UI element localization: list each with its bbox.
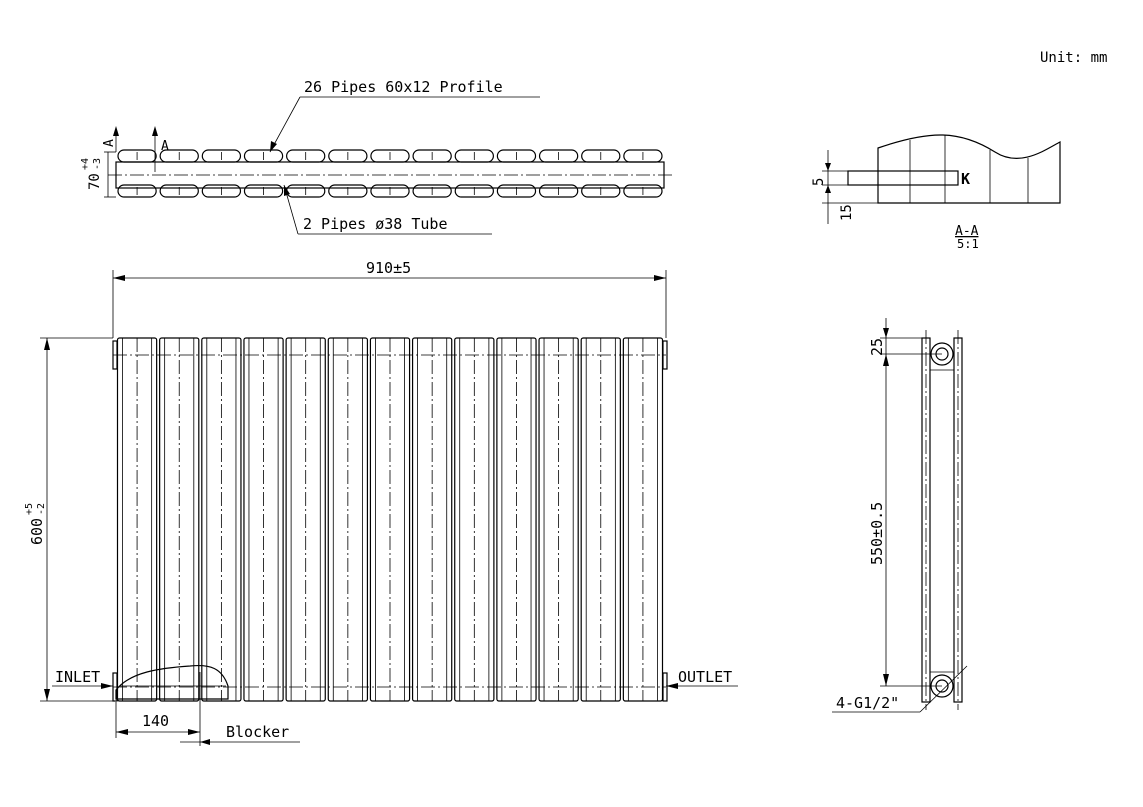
height-tol-upper: +5 [24, 503, 35, 515]
dim-arrow [188, 729, 200, 735]
dim-arrow [883, 674, 889, 686]
blocker-arrow [200, 739, 210, 745]
offset-dimension: 140 [142, 712, 169, 730]
leader-line [269, 96, 301, 153]
profile-pipe [581, 184, 621, 198]
dim-arrow [116, 729, 128, 735]
blocker-cutaway [115, 664, 229, 700]
callout-k: K [961, 170, 970, 188]
blocker-label: Blocker [226, 723, 289, 741]
center-dimension: 550±0.5 [868, 502, 886, 565]
dim-arrow [113, 275, 125, 281]
dim-arrow [883, 354, 889, 366]
side-view: 25 550±0.5 4-G1/2" [832, 318, 968, 713]
height-tol-lower: -2 [36, 503, 47, 515]
width-dimension: 910±5 [366, 259, 411, 277]
profile-pipe [370, 184, 410, 198]
section-marker-label: A [161, 139, 169, 154]
depth-tol-upper: +4 [80, 158, 91, 170]
unit-label: Unit: mm [1040, 50, 1107, 66]
depth-dimension: 70 [87, 173, 103, 190]
profile-pipe [412, 184, 452, 198]
dim-arrow [44, 689, 50, 701]
outlet-label: OUTLET [678, 668, 732, 686]
profile-pipe [623, 184, 663, 198]
dim-15: 15 [839, 204, 855, 221]
dim-arrow [825, 185, 831, 193]
manifold-end-cap [112, 340, 118, 370]
section-outline [877, 134, 1061, 204]
front-view-columns [116, 337, 664, 702]
outlet-arrow [666, 683, 678, 689]
leader-line [919, 665, 968, 713]
dim-arrow [883, 328, 889, 338]
dim-arrow [825, 163, 831, 171]
leader-arrow [270, 141, 277, 152]
section-scale: 5:1 [957, 237, 979, 251]
section-title: A-A [955, 224, 979, 239]
tube-label: 2 Pipes ø38 Tube [303, 215, 448, 233]
manifold-end-cap [662, 340, 668, 370]
profile-pipe [328, 184, 368, 198]
manifold-end-cap [112, 672, 118, 702]
section-marker-label: A [102, 139, 117, 147]
dim-arrow [44, 338, 50, 350]
weld-detail [847, 170, 959, 186]
profile-pipe [243, 184, 284, 198]
dim-arrow [654, 275, 666, 281]
profile-pipe [454, 184, 494, 198]
dim-5: 5 [811, 178, 827, 186]
profile-pipe [201, 184, 242, 198]
profile-label: 26 Pipes 60x12 Profile [304, 78, 503, 96]
depth-value: 70 [87, 173, 103, 190]
profile-pipe [159, 184, 199, 198]
profile-pipe [117, 184, 157, 198]
top-view: A A 70 +4 -3 26 Pipes 60x12 Profile 2 Pi… [80, 78, 672, 235]
inlet-arrow [101, 683, 113, 689]
depth-tol-lower: -3 [92, 158, 103, 170]
front-view: 910±5 600 +5 -2 INLET OUTLET 140 Blocker [24, 259, 738, 746]
inlet-label: INLET [55, 668, 100, 686]
thread-label: 4-G1/2" [836, 694, 899, 712]
section-arrow [113, 126, 119, 136]
profile-pipe [496, 184, 537, 198]
top-offset-dimension: 25 [868, 338, 886, 356]
section-arrow [152, 126, 158, 136]
manifold-end-cap [662, 672, 668, 702]
profile-pipe [538, 184, 579, 198]
top-view-profiles [117, 149, 663, 198]
height-dimension: 600 [28, 518, 46, 545]
section-detail: 5 15 K A-A 5:1 [811, 134, 1061, 251]
leader-arrow [284, 185, 290, 196]
